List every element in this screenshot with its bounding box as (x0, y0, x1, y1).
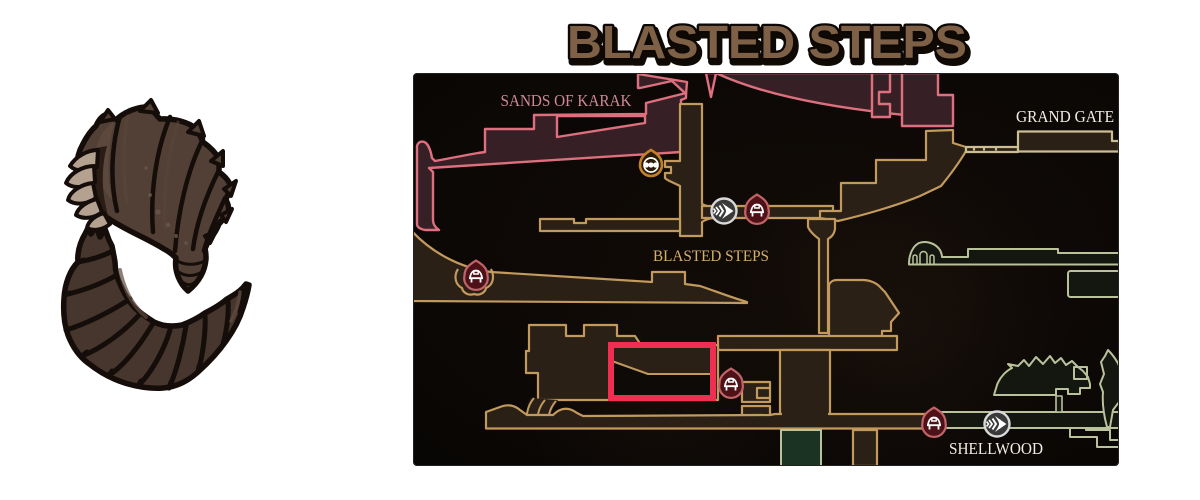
svg-text:SANDS OF KARAK: SANDS OF KARAK (501, 91, 632, 110)
svg-text:GRAND GATE: GRAND GATE (1016, 107, 1114, 126)
svg-text:BLASTED STEPS: BLASTED STEPS (567, 16, 967, 68)
svg-text:SHELLWOOD: SHELLWOOD (949, 439, 1043, 458)
svg-text:BLASTED STEPS: BLASTED STEPS (653, 248, 769, 265)
svg-text:BLASTED STEPS: BLASTED STEPS (569, 20, 969, 72)
